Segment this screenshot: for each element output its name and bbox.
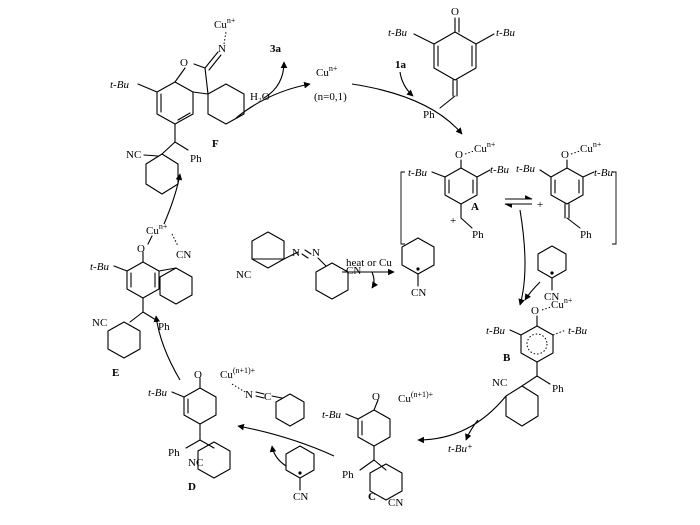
product-3a-label: 3a — [270, 43, 282, 55]
compound-C-label: C — [368, 491, 376, 503]
1a-tbu-right: t-Bu — [496, 27, 515, 39]
water-reagent: H₂O — [250, 91, 270, 103]
compound-E-label: E — [112, 367, 119, 379]
azo-n2: N — [312, 247, 320, 259]
C-copper: Cu(n+1)+ — [398, 390, 434, 405]
C-phenyl: Ph — [342, 469, 354, 481]
B-phenyl: Ph — [552, 383, 564, 395]
C-oxygen: O — [372, 391, 380, 403]
B-nitrile: NC — [492, 377, 507, 389]
tbu-cation-byproduct: t-Bu⁺ — [448, 443, 473, 455]
B-tbu-left: t-Bu — [486, 325, 505, 337]
D-nitrile: NC — [188, 457, 203, 469]
A-tbu-right-form-left: t-Bu — [516, 163, 535, 175]
1a-tbu-left: t-Bu — [388, 27, 407, 39]
B-oxygen: O — [531, 305, 539, 317]
E-copper: Cun+ — [146, 222, 168, 237]
B-tbu-right: t-Bu — [568, 325, 587, 337]
F-nitrile: NC — [126, 149, 141, 161]
E-nitrile-bottom: NC — [92, 317, 107, 329]
F-nitrogen: N — [218, 43, 226, 55]
A-phenyl-right: Ph — [580, 229, 592, 241]
D-imine-nitrogen: N — [245, 389, 253, 401]
cu-catalyst: Cun+ — [316, 64, 338, 79]
D-copper: Cu(n+1)+ — [220, 366, 256, 381]
A-tbu-left: t-Bu — [408, 167, 427, 179]
E-nitrile-top: CN — [176, 249, 191, 261]
D-tbu: t-Bu — [148, 387, 167, 399]
compound-E-structure: O Cun+ CN t-Bu Ph NC — [90, 222, 193, 359]
A-oxygen: O — [455, 149, 463, 161]
cu-oxidation-states: (n=0,1) — [314, 91, 347, 103]
D-imine-carbon: C — [264, 391, 271, 403]
F-copper: Cun+ — [214, 16, 236, 31]
azo-nitrile-right: CN — [346, 265, 361, 277]
compound-B-structure: O Cun+ t-Bu t-Bu Ph NC — [486, 296, 587, 427]
radical-center-nitrile: CN — [411, 287, 426, 299]
B-copper: Cun+ — [551, 296, 573, 311]
A-tbu-right-form-right: t-Bu — [594, 167, 613, 179]
compound-F-structure: O N Cun+ t-Bu Ph NC — [110, 16, 245, 195]
azo-nitrile-left: NC — [236, 269, 251, 281]
F-oxygen: O — [180, 57, 188, 69]
1a-oxygen: O — [451, 6, 459, 18]
compound-F-label: F — [212, 138, 219, 150]
compound-B-label: B — [503, 352, 511, 364]
C-nitrile: CN — [388, 497, 403, 509]
E-oxygen: O — [137, 243, 145, 255]
E-phenyl: Ph — [158, 321, 170, 333]
cyclohexyl-radical-center: CN — [401, 237, 435, 299]
A-tbu-right: t-Bu — [490, 164, 509, 176]
A-cation-left: + — [450, 215, 456, 227]
1a-phenyl: Ph — [423, 109, 435, 121]
reagent-1a-structure: O t-Bu t-Bu Ph — [388, 6, 515, 121]
compound-D-structure: O Cu(n+1)+ N C t-Bu Ph NC — [148, 366, 305, 479]
A-cation-right: + — [537, 199, 543, 211]
D-phenyl: Ph — [168, 447, 180, 459]
A-oxygen-right: O — [561, 149, 569, 161]
A-copper: Cun+ — [474, 140, 496, 155]
A-copper-right: Cun+ — [580, 140, 602, 155]
F-phenyl: Ph — [190, 153, 202, 165]
azo-initiator-structure: NC N N CN — [236, 231, 361, 300]
azo-decomposition-condition: heat or Cu — [346, 257, 392, 269]
cyclohexyl-radical-right: CN — [537, 245, 567, 303]
C-tbu: t-Bu — [322, 409, 341, 421]
radical-right-nitrile: CN — [544, 291, 559, 303]
radical-bottom-nitrile: CN — [293, 491, 308, 503]
D-oxygen: O — [194, 369, 202, 381]
compound-A-label: A — [471, 201, 479, 213]
compound-A-structure: O Cun+ t-Bu t-Bu + Ph O Cun+ t-Bu t-Bu +… — [400, 140, 617, 245]
E-tbu: t-Bu — [90, 261, 109, 273]
F-tbu: t-Bu — [110, 79, 129, 91]
cyclohexyl-radical-bottom: CN — [285, 445, 315, 503]
azo-n1: N — [292, 247, 300, 259]
A-phenyl-left: Ph — [472, 229, 484, 241]
reagent-1a-label: 1a — [395, 59, 407, 71]
compound-D-label: D — [188, 481, 196, 493]
compound-C-structure: O Cu(n+1)+ t-Bu Ph CN — [322, 390, 434, 509]
